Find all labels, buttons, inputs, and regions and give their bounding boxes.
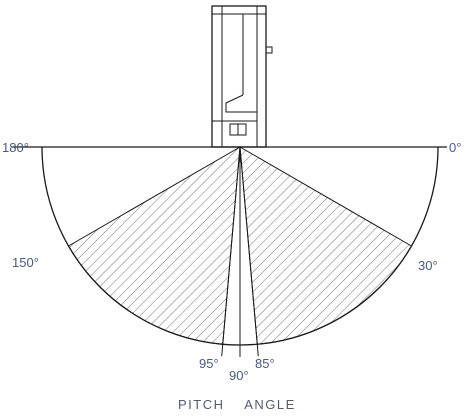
ray-85deg — [239, 146, 259, 357]
label-95deg: 95° — [199, 356, 219, 371]
caption-pitch-angle: PITCH ANGLE — [178, 397, 296, 412]
label-85deg: 85° — [255, 356, 275, 371]
ray-95deg — [221, 146, 241, 357]
hatched-sector-95-150 — [67, 146, 241, 345]
label-180deg: 180° — [2, 140, 29, 155]
hatched-sector-30-85 — [239, 146, 413, 345]
label-150deg: 150° — [12, 255, 39, 270]
device-body — [211, 5, 273, 148]
label-90deg: 90° — [229, 368, 249, 383]
label-0deg: 0° — [449, 140, 461, 155]
label-30deg: 30° — [418, 258, 438, 273]
